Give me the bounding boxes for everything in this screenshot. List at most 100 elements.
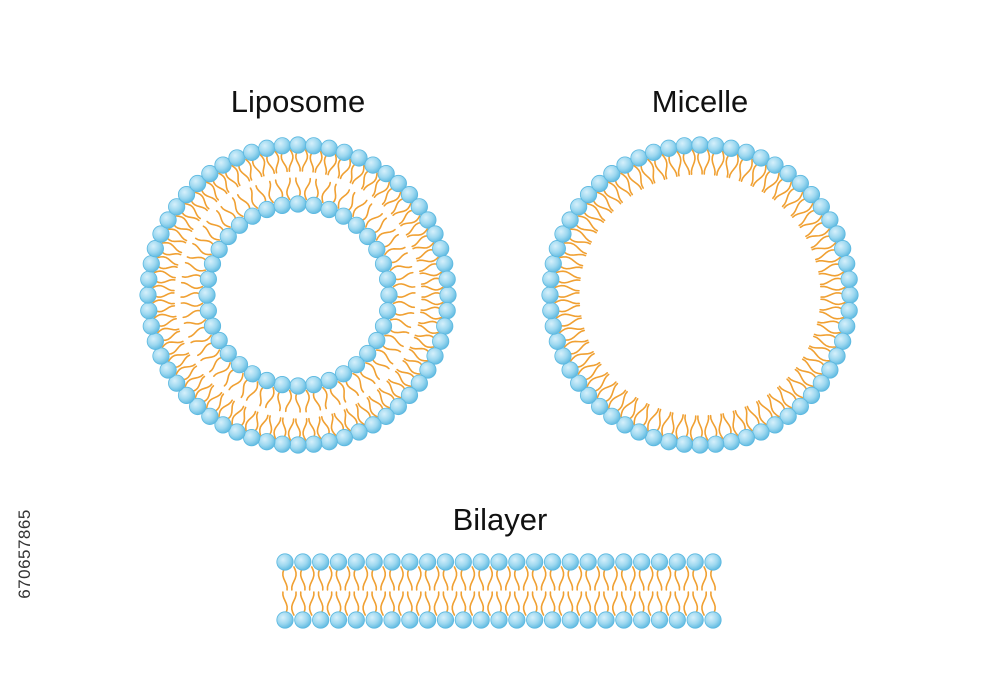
lipid-tail-icon xyxy=(392,202,412,217)
lipid-tail-icon xyxy=(798,208,819,227)
lipid-tail-icon xyxy=(752,164,767,187)
lipid-tail-icon xyxy=(799,215,823,229)
lipid-tail-icon xyxy=(781,186,798,208)
lipid-tail-icon xyxy=(433,566,440,591)
phospholipid-head-icon xyxy=(675,137,693,155)
phospholipid-head-icon xyxy=(645,143,663,161)
phospholipid-head-icon xyxy=(305,435,323,453)
lipid-tail-icon xyxy=(398,566,404,591)
phospholipid-head-icon xyxy=(365,611,383,629)
lipid-tail-icon xyxy=(612,591,618,616)
phospholipid-head-icon xyxy=(374,255,393,273)
phospholipid-head-icon xyxy=(228,423,246,441)
phospholipid-head-icon xyxy=(347,611,365,629)
lipid-tail-icon xyxy=(629,566,636,591)
lipid-tail-icon xyxy=(806,228,831,239)
lipid-tail-icon xyxy=(665,591,672,616)
phospholipid-head-icon xyxy=(139,286,157,304)
lipid-tail-icon xyxy=(768,393,787,414)
lipid-tail-icon xyxy=(167,352,190,362)
phospholipid-head-icon xyxy=(219,344,237,363)
phospholipid-head-icon xyxy=(365,553,383,571)
lipid-tail-icon xyxy=(594,591,600,616)
lipid-tail-icon xyxy=(380,591,386,616)
phospholipid-head-icon xyxy=(426,347,444,365)
lipid-tail-icon xyxy=(406,228,429,238)
lipid-tail-icon xyxy=(626,398,639,422)
lipid-tail-icon xyxy=(308,591,315,616)
phospholipid-head-icon xyxy=(201,165,219,183)
phospholipid-head-icon xyxy=(214,416,232,434)
lipid-tail-icon xyxy=(692,566,699,591)
phospholipid-head-icon xyxy=(791,397,809,416)
phospholipid-head-icon xyxy=(704,611,722,629)
lipid-tail-icon xyxy=(647,407,660,432)
phospholipid-head-icon xyxy=(812,198,830,216)
phospholipid-head-icon xyxy=(821,361,839,379)
lipid-tail-icon xyxy=(415,591,422,616)
phospholipid-head-icon xyxy=(383,553,401,571)
phospholipid-head-icon xyxy=(230,216,249,234)
phospholipid-head-icon xyxy=(243,429,261,447)
lipid-tail-icon xyxy=(607,181,623,204)
phospholipid-head-icon xyxy=(410,374,428,392)
lipid-tail-icon xyxy=(820,285,846,291)
lipid-tail-icon xyxy=(375,349,394,365)
lipid-tail-icon xyxy=(316,416,322,440)
lipid-tail-icon xyxy=(586,372,609,388)
phospholipid-head-icon xyxy=(243,143,261,161)
lipid-tail-icon xyxy=(815,256,841,263)
phospholipid-head-icon xyxy=(633,611,651,629)
phospholipid-head-icon xyxy=(312,611,330,629)
lipid-tail-icon xyxy=(286,177,291,201)
phospholipid-head-icon xyxy=(401,553,419,571)
lipid-tail-icon xyxy=(773,181,793,201)
lipid-tail-icon xyxy=(194,191,210,210)
phospholipid-head-icon xyxy=(276,553,294,571)
lipid-tail-icon xyxy=(218,172,230,193)
lipid-tail-icon xyxy=(591,197,613,214)
lipid-tail-icon xyxy=(763,172,780,194)
lipid-tail-icon xyxy=(416,256,439,263)
lipid-tail-icon xyxy=(421,285,444,291)
lipid-tail-icon xyxy=(478,566,485,591)
liposome-label: Liposome xyxy=(231,84,365,119)
lipid-tail-icon xyxy=(586,202,606,222)
phospholipid-head-icon xyxy=(374,317,393,335)
lipid-tail-icon xyxy=(810,235,834,249)
lipid-tail-icon xyxy=(738,156,746,182)
phospholipid-head-icon xyxy=(159,361,177,379)
phospholipid-head-icon xyxy=(335,143,353,161)
phospholipid-head-icon xyxy=(490,611,508,629)
lipid-tail-icon xyxy=(322,386,328,410)
phospholipid-head-icon xyxy=(802,186,821,204)
phospholipid-head-icon xyxy=(737,429,755,447)
lipid-tail-icon xyxy=(288,149,294,172)
lipid-tail-icon xyxy=(394,370,412,388)
lipid-tail-icon xyxy=(363,172,378,191)
lipid-tail-icon xyxy=(640,403,650,429)
phospholipid-head-icon xyxy=(570,198,588,216)
phospholipid-head-icon xyxy=(840,270,858,288)
phospholipid-head-icon xyxy=(142,255,160,273)
phospholipid-head-icon xyxy=(561,611,579,629)
lipid-tail-icon xyxy=(787,376,809,393)
lipid-tail-icon xyxy=(343,409,351,432)
phospholipid-head-icon xyxy=(561,211,579,229)
lipid-tail-icon xyxy=(569,228,592,243)
phospholipid-head-icon xyxy=(347,216,366,234)
lipid-tail-icon xyxy=(540,566,547,591)
phospholipid-head-icon xyxy=(368,331,386,350)
lipid-tail-icon xyxy=(282,566,288,591)
phospholipid-head-icon xyxy=(320,139,338,157)
lipid-tail-icon xyxy=(384,246,406,256)
lipid-tail-icon xyxy=(398,591,404,616)
lipid-tail-icon xyxy=(317,566,324,591)
phospholipid-head-icon xyxy=(199,302,217,320)
lipid-tail-icon xyxy=(603,566,609,591)
phospholipid-head-icon xyxy=(198,286,216,304)
lipid-tail-icon xyxy=(567,566,574,591)
lipid-tail-icon xyxy=(303,177,312,201)
phospholipid-head-icon xyxy=(389,397,407,416)
phospholipid-head-icon xyxy=(364,156,382,174)
